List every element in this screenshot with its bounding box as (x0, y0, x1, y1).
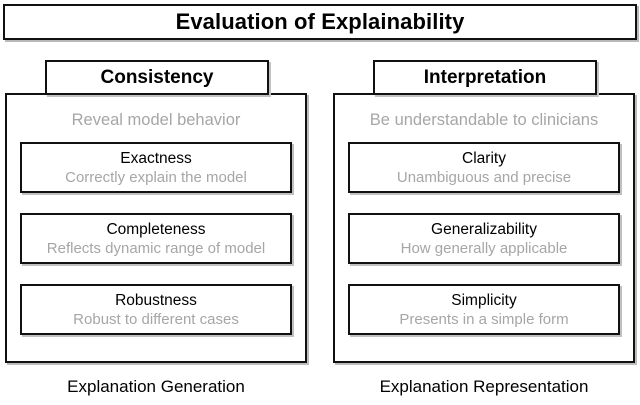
card-exactness-description: Correctly explain the model (65, 168, 247, 186)
card-completeness-description: Reflects dynamic range of model (46, 239, 266, 257)
caption-explanation-generation: Explanation Generation (67, 377, 245, 396)
column-interpretation-header-label: Interpretation (423, 66, 547, 88)
column-interpretation-subtitle: Be understandable to clinicians (369, 111, 599, 129)
figure-title: Evaluation of Explainability (175, 9, 465, 34)
column-consistency-subtitle: Reveal model behavior (71, 111, 241, 129)
column-consistency-header: Consistency (45, 60, 269, 95)
card-generalizability-description: How generally applicable (400, 239, 568, 257)
card-simplicity: Simplicity Presents in a simple form (348, 284, 620, 335)
card-clarity: Clarity Unambiguous and precise (348, 142, 620, 193)
figure-title-box: Evaluation of Explainability (3, 4, 637, 40)
card-completeness-title: Completeness (106, 220, 206, 238)
card-simplicity-description: Presents in a simple form (399, 310, 569, 328)
card-exactness-title: Exactness (120, 149, 192, 167)
card-simplicity-title: Simplicity (451, 291, 517, 309)
card-exactness: Exactness Correctly explain the model (20, 142, 292, 193)
card-generalizability: Generalizability How generally applicabl… (348, 213, 620, 264)
card-robustness: Robustness Robust to different cases (20, 284, 292, 335)
card-robustness-description: Robust to different cases (73, 310, 239, 328)
column-interpretation-header: Interpretation (373, 60, 597, 95)
card-clarity-title: Clarity (462, 149, 506, 167)
card-completeness: Completeness Reflects dynamic range of m… (20, 213, 292, 264)
card-clarity-description: Unambiguous and precise (396, 168, 572, 186)
card-robustness-title: Robustness (115, 291, 197, 309)
card-generalizability-title: Generalizability (431, 220, 537, 238)
column-consistency-header-label: Consistency (100, 66, 214, 88)
caption-explanation-representation: Explanation Representation (379, 377, 589, 396)
